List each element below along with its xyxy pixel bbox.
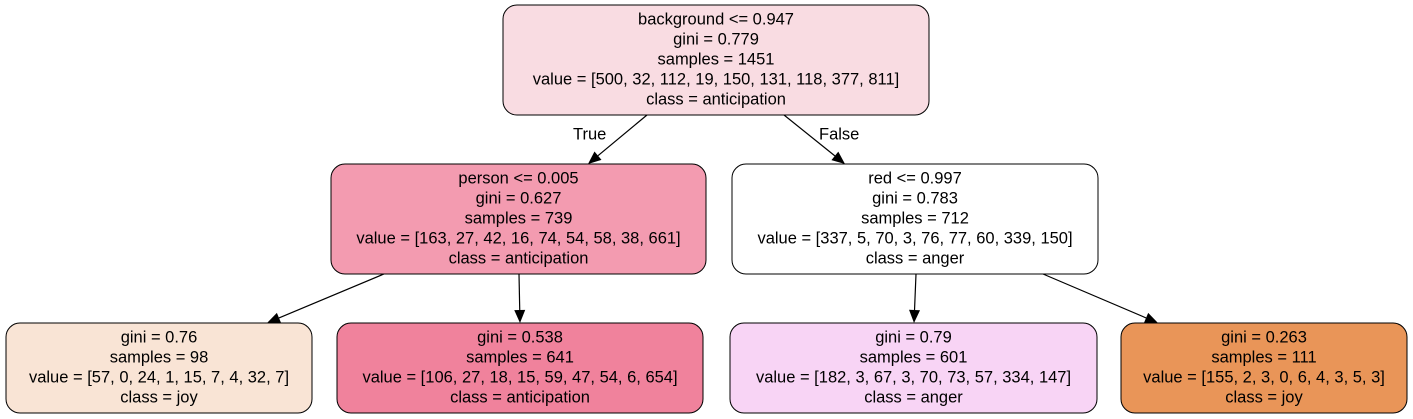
edge-line — [278, 273, 385, 319]
node-line: gini = 0.627 — [476, 189, 562, 207]
node-line: value = [57, 0, 24, 1, 15, 7, 4, 32, 7] — [29, 368, 289, 386]
node-box — [731, 163, 1099, 275]
node-line: class = anticipation — [450, 388, 590, 406]
node-line: class = anger — [866, 249, 965, 267]
node-line: gini = 0.779 — [673, 30, 759, 48]
node-line: value = [155, 2, 3, 0, 6, 4, 3, 5, 3] — [1143, 368, 1385, 386]
node-line: value = [182, 3, 67, 3, 70, 73, 57, 334,… — [756, 368, 1071, 386]
node-line: gini = 0.76 — [121, 328, 198, 346]
node-box — [5, 322, 313, 414]
edge-arrowhead — [267, 312, 282, 324]
node-line: gini = 0.783 — [872, 189, 958, 207]
node-line: gini = 0.79 — [875, 328, 952, 346]
node-line: value = [337, 5, 70, 3, 76, 77, 60, 339,… — [757, 229, 1072, 247]
node-line: gini = 0.538 — [477, 328, 563, 346]
edge-label-false: False — [819, 125, 859, 143]
tree-node-ll: gini = 0.76 samples = 98 value = [57, 0, 2… — [5, 322, 313, 414]
node-line: samples = 739 — [465, 209, 573, 227]
node-line: value = [106, 27, 18, 15, 59, 47, 54, 6,… — [362, 368, 677, 386]
edge-left-to-lr — [514, 273, 526, 323]
edge-right-to-rl — [909, 273, 921, 323]
edge-left-to-ll — [267, 273, 385, 324]
node-line: samples = 1451 — [658, 50, 775, 68]
node-line: background <= 0.947 — [638, 10, 794, 28]
node-box — [502, 4, 930, 116]
node-line: samples = 111 — [1211, 348, 1316, 366]
edge-line — [783, 114, 836, 157]
tree-node-rl: gini = 0.79 samples = 601 value = [182, 3,… — [729, 322, 1098, 414]
node-line: class = joy — [120, 388, 198, 406]
edge-arrowhead — [1143, 312, 1158, 323]
node-line: gini = 0.263 — [1221, 328, 1307, 346]
edge-line — [518, 273, 521, 311]
edge-root-to-left: True — [573, 114, 648, 164]
edge-line — [597, 114, 648, 157]
node-line: class = anticipation — [449, 249, 589, 267]
node-box — [729, 322, 1098, 414]
tree-node-root: background <= 0.947 gini = 0.779 samples =… — [502, 4, 930, 116]
node-line: value = [500, 32, 112, 19, 150, 131, 118… — [533, 70, 900, 88]
node-line: value = [163, 27, 42, 16, 74, 54, 58, 38… — [356, 229, 680, 247]
node-line: class = joy — [1225, 388, 1303, 406]
tree-node-right: red <= 0.997 gini = 0.783 samples = 712 val… — [731, 163, 1099, 275]
node-box — [336, 322, 704, 414]
edge-arrowhead — [831, 151, 845, 164]
node-line: class = anger — [864, 388, 963, 406]
edge-right-to-rr — [1042, 273, 1158, 323]
edge-root-to-right: False — [783, 114, 859, 164]
tree-node-rr: gini = 0.263 samples = 111 value = [155, 2… — [1120, 322, 1408, 414]
node-box — [1120, 322, 1408, 414]
edge-arrowhead — [588, 151, 602, 164]
node-box — [330, 163, 707, 275]
node-line: person <= 0.005 — [458, 169, 578, 187]
node-line: samples = 641 — [466, 348, 574, 366]
node-line: red <= 0.997 — [868, 169, 962, 187]
edge-line — [1042, 273, 1147, 319]
edge-label-true: True — [573, 125, 606, 143]
node-line: samples = 601 — [860, 348, 968, 366]
tree-node-left: person <= 0.005 gini = 0.627 samples = 739… — [330, 163, 707, 275]
edge-line — [913, 273, 917, 311]
node-line: samples = 712 — [861, 209, 969, 227]
node-line: class = anticipation — [646, 90, 786, 108]
tree-node-lr: gini = 0.538 samples = 641 value = [106, 2… — [336, 322, 704, 414]
edge-arrowhead — [514, 309, 526, 323]
node-line: samples = 98 — [110, 348, 209, 366]
edge-arrowhead — [909, 309, 921, 323]
